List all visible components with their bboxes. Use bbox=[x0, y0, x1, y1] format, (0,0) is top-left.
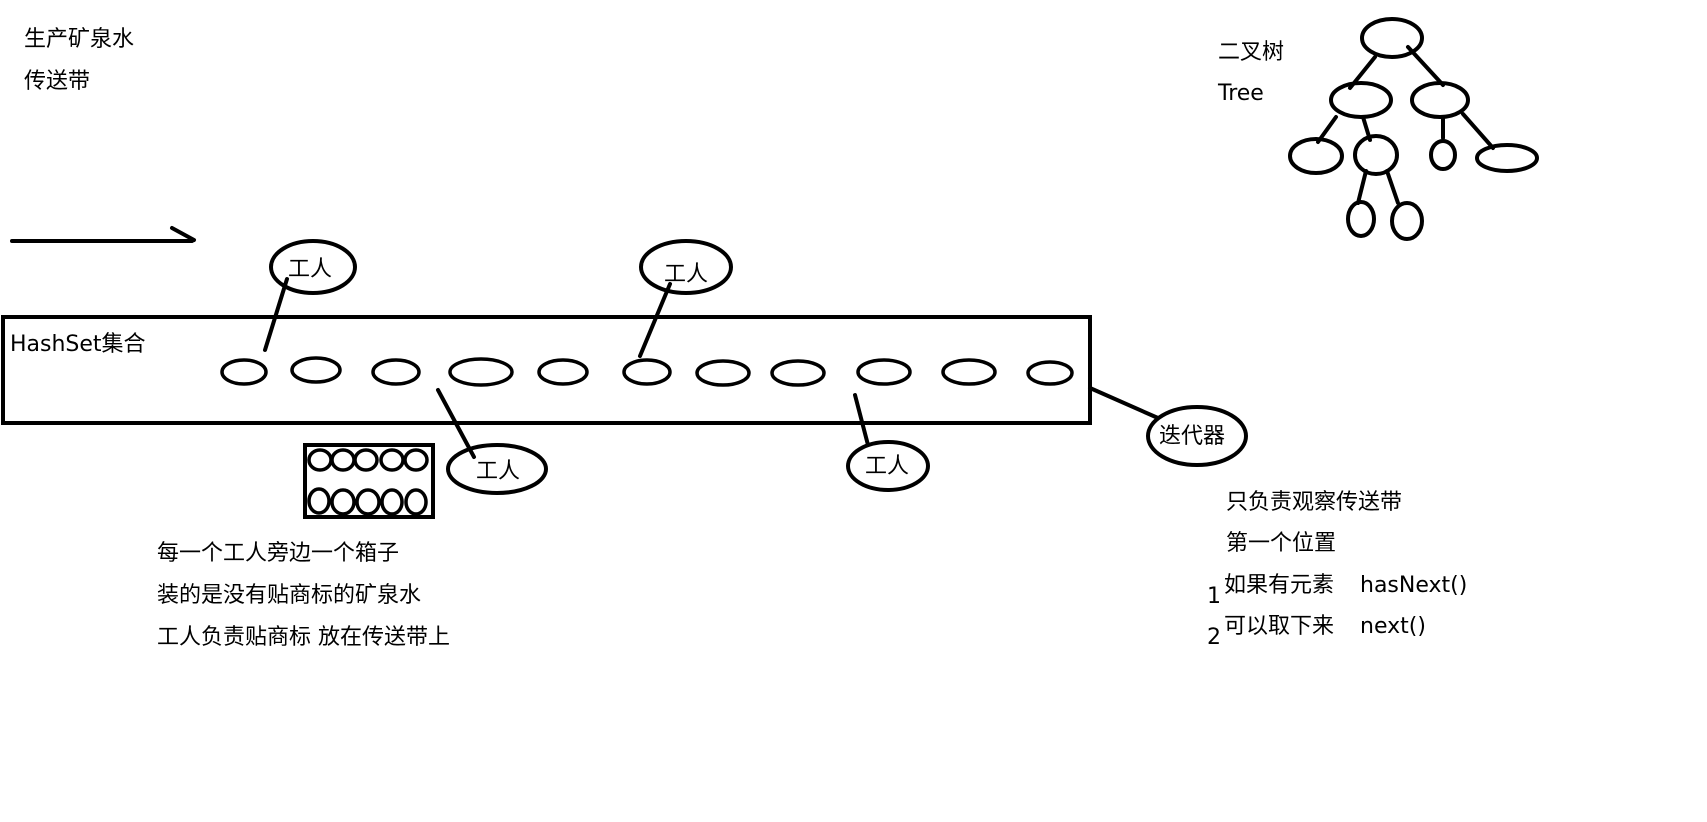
iterator-label: 迭代器 bbox=[1159, 424, 1226, 449]
tree-label-cn: 二叉树 bbox=[1218, 40, 1285, 65]
worker-3 bbox=[436, 388, 548, 495]
step-2-number: 2 bbox=[1207, 625, 1221, 650]
worker-4-label: 工人 bbox=[865, 454, 910, 479]
title-line-2: 传送带 bbox=[24, 69, 91, 94]
conveyor-direction-arrow bbox=[10, 226, 196, 243]
hashset-label: HashSet集合 bbox=[10, 332, 146, 357]
step-1-number: 1 bbox=[1207, 584, 1221, 609]
bottles-on-conveyor bbox=[220, 356, 1074, 387]
iterator-note-2: 第一个位置 bbox=[1226, 531, 1337, 556]
bottle bbox=[770, 359, 826, 387]
iterator-note-1: 只负责观察传送带 bbox=[1226, 490, 1403, 515]
worker-1 bbox=[263, 239, 357, 352]
step-2-text: 可以取下来 bbox=[1224, 614, 1335, 639]
worker-2-label: 工人 bbox=[664, 262, 709, 287]
tree-node bbox=[1329, 81, 1393, 119]
bottle bbox=[448, 357, 514, 387]
box-note-1: 每一个工人旁边一个箱子 bbox=[157, 541, 400, 566]
tree-node bbox=[1410, 81, 1470, 119]
worker-4 bbox=[846, 393, 930, 492]
tree-node bbox=[1360, 17, 1424, 59]
bottle bbox=[1026, 360, 1074, 386]
tree-node bbox=[1288, 137, 1344, 175]
bottle bbox=[290, 356, 342, 384]
bottle bbox=[371, 358, 421, 386]
iterator bbox=[1088, 386, 1248, 467]
worker-3-label: 工人 bbox=[476, 459, 521, 484]
worker-1-label: 工人 bbox=[288, 257, 333, 282]
tree-node bbox=[1346, 200, 1376, 238]
step-1-method: hasNext() bbox=[1360, 573, 1468, 598]
bottle bbox=[537, 358, 589, 386]
tree-label-en: Tree bbox=[1218, 81, 1264, 106]
bottle bbox=[622, 358, 672, 386]
step-1-text: 如果有元素 bbox=[1224, 573, 1335, 598]
tree-node bbox=[1390, 201, 1424, 241]
tree-node bbox=[1475, 143, 1539, 173]
box-note-2: 装的是没有贴商标的矿泉水 bbox=[157, 583, 422, 608]
step-2-method: next() bbox=[1360, 614, 1426, 639]
bottle bbox=[695, 359, 751, 387]
bottle bbox=[220, 358, 268, 386]
title-line-1: 生产矿泉水 bbox=[24, 27, 135, 52]
hashset-conveyor bbox=[1, 315, 1092, 425]
binary-tree bbox=[1288, 17, 1539, 241]
bottle bbox=[856, 358, 912, 386]
box-note-3: 工人负责贴商标 放在传送带上 bbox=[157, 625, 450, 650]
tree-node bbox=[1353, 134, 1399, 176]
tree-node bbox=[1429, 139, 1457, 171]
bottle-box bbox=[303, 443, 435, 519]
bottle bbox=[941, 358, 997, 386]
worker-2 bbox=[638, 239, 733, 358]
